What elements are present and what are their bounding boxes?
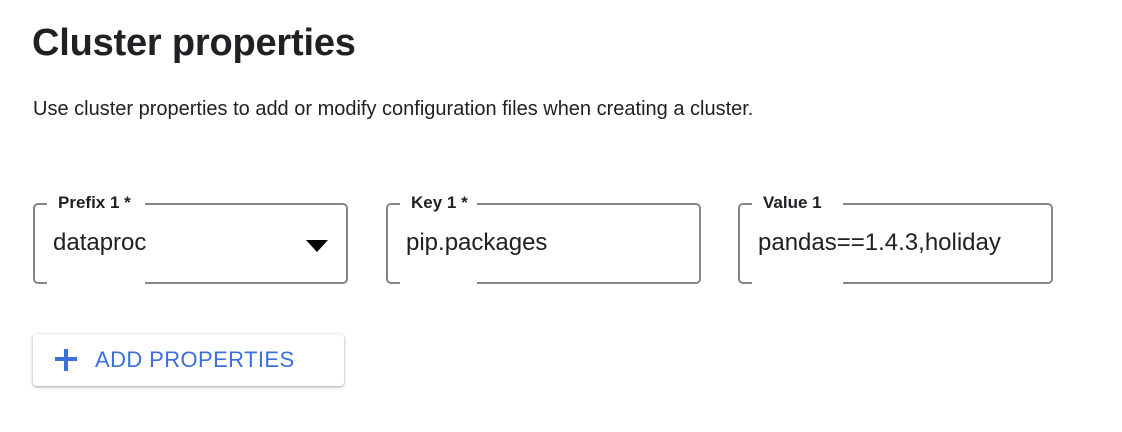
- add-properties-button-label: ADD PROPERTIES: [95, 347, 295, 372]
- prefix-field-label: Prefix 1 *: [52, 192, 137, 214]
- prefix-field-value[interactable]: dataproc: [53, 229, 147, 256]
- value-field-value[interactable]: pandas==1.4.3,holiday: [758, 229, 1001, 256]
- chevron-down-icon[interactable]: [306, 240, 328, 252]
- key-field-label: Key 1 *: [405, 192, 474, 214]
- key-field[interactable]: Key 1 * pip.packages: [386, 192, 701, 284]
- page-description: Use cluster properties to add or modify …: [33, 98, 754, 120]
- outline-left: [738, 203, 752, 284]
- prefix-field[interactable]: Prefix 1 * dataproc: [33, 192, 348, 284]
- value-field[interactable]: Value 1 pandas==1.4.3,holiday: [738, 192, 1053, 284]
- page-title: Cluster properties: [32, 22, 356, 64]
- add-properties-button[interactable]: ADD PROPERTIES: [33, 334, 344, 386]
- plus-icon: [55, 349, 77, 371]
- value-field-label: Value 1: [757, 192, 828, 214]
- key-field-value[interactable]: pip.packages: [406, 229, 548, 256]
- outline-left: [33, 203, 47, 284]
- outline-left: [386, 203, 400, 284]
